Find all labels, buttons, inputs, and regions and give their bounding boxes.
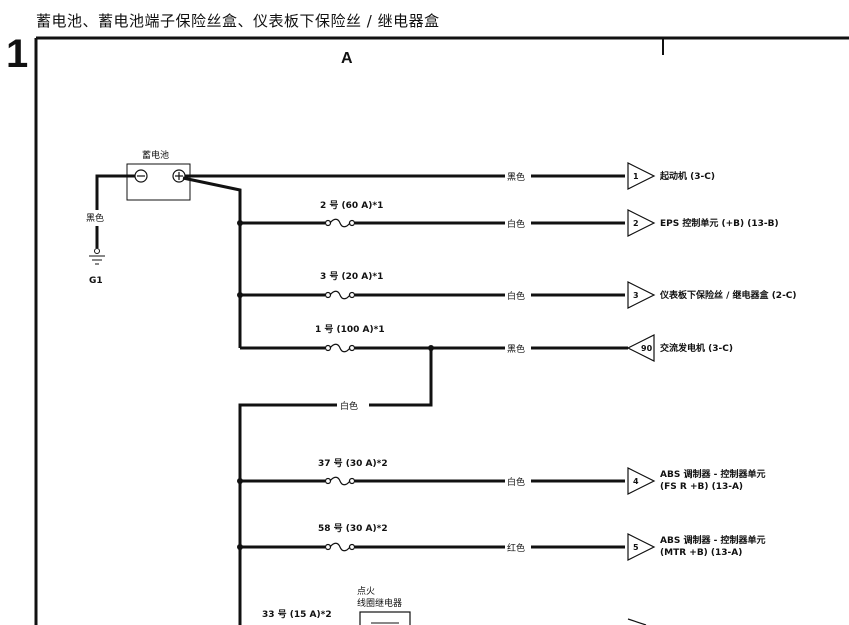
- fuse-label: 2 号 (60 A)*1: [320, 200, 383, 211]
- ground-circuit: [89, 174, 135, 265]
- fuse-label: 58 号 (30 A)*2: [318, 523, 388, 534]
- connector-number: 5: [633, 543, 639, 552]
- splice-points: [237, 220, 434, 550]
- ground-label: G1: [89, 276, 103, 286]
- wire-color-label: 白色: [507, 476, 525, 488]
- wire-color-label: 白色: [507, 218, 525, 230]
- frame: [34, 36, 849, 625]
- fuse-label: 3 号 (20 A)*1: [320, 271, 383, 282]
- connector-number: 2: [633, 219, 639, 228]
- fuse-label: 33 号 (15 A)*2: [262, 609, 332, 620]
- connector-number: 4: [633, 477, 639, 486]
- destination-label: 仪表板下保险丝 / 继电器盒 (2-C): [659, 289, 797, 301]
- destination-label: EPS 控制单元 (+B) (13-B): [660, 217, 779, 229]
- page-number: 1: [6, 32, 29, 76]
- wire-color-label: 黑色: [507, 171, 525, 183]
- relay-label: 线圈继电器: [357, 597, 402, 609]
- wire-color-label: 红色: [507, 542, 525, 554]
- ground-wire-color: 黑色: [86, 212, 104, 224]
- destination-label-line2: (FS R +B) (13-A): [660, 482, 743, 492]
- battery-label: 蓄电池: [142, 149, 169, 161]
- connector-number: 90: [641, 344, 653, 353]
- section-label: A: [341, 50, 353, 67]
- destination-label: 交流发电机 (3-C): [660, 342, 733, 354]
- fuse-symbols: [324, 218, 356, 552]
- wire-color-label: 白色: [340, 400, 358, 412]
- connector-symbols: [626, 162, 656, 625]
- bus-wiring: [182, 174, 628, 625]
- connector-number: 1: [633, 172, 639, 181]
- connector-number: 3: [633, 291, 639, 300]
- relay: 点火 线圈继电器: [357, 586, 411, 625]
- wire-color-label: 黑色: [507, 343, 525, 355]
- destination-label: ABS 调制器 - 控制器单元: [660, 534, 765, 546]
- fuse-label: 1 号 (100 A)*1: [315, 324, 385, 335]
- battery: 蓄电池: [126, 149, 191, 201]
- diagram-title: 蓄电池、蓄电池端子保险丝盒、仪表板下保险丝 / 继电器盒: [36, 12, 440, 30]
- fuse-label: 37 号 (30 A)*2: [318, 458, 388, 469]
- destination-label: 起动机 (3-C): [659, 170, 715, 182]
- destination-label-line2: (MTR +B) (13-A): [660, 548, 742, 558]
- wire-color-label: 白色: [507, 290, 525, 302]
- relay-label: 点火: [357, 586, 375, 597]
- destination-label: ABS 调制器 - 控制器单元: [660, 468, 765, 480]
